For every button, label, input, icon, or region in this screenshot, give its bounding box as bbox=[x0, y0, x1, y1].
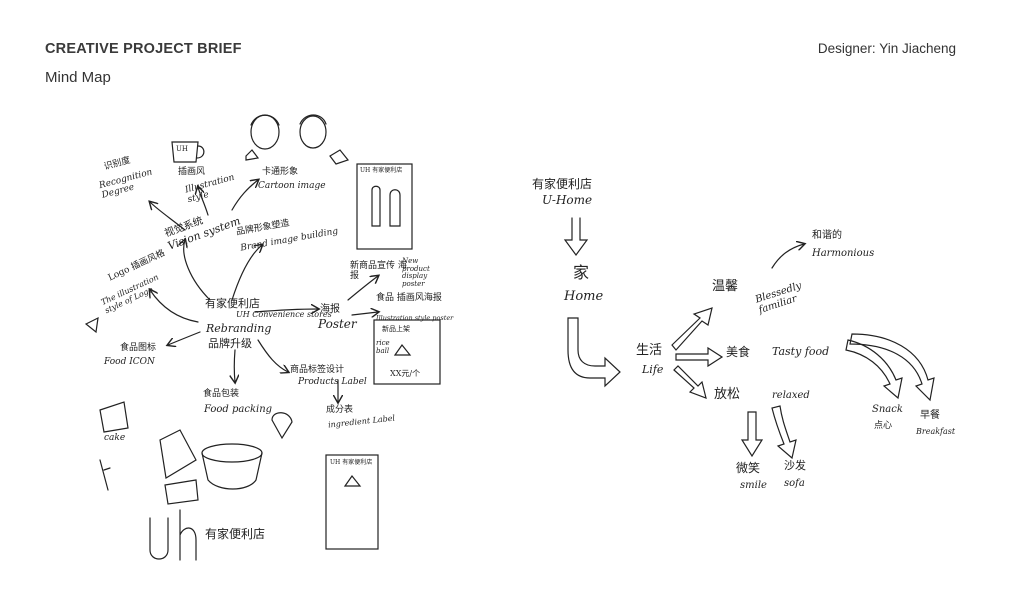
smile-cn: 微笑 bbox=[736, 461, 761, 475]
logo-signature: 有家便利店 bbox=[205, 527, 266, 541]
branch-recognition bbox=[150, 202, 186, 231]
branch-logo bbox=[150, 290, 199, 323]
brief-title: CREATIVE PROJECT BRIEF bbox=[45, 41, 242, 57]
designer-credit: Designer: Yin Jiacheng bbox=[817, 41, 956, 56]
food-poster-en: Illustration style poster bbox=[376, 314, 454, 322]
new-product-en: New product display poster bbox=[402, 257, 430, 289]
product-label-en: Products Label bbox=[298, 377, 367, 387]
sofa-cn: 沙发 bbox=[784, 459, 806, 472]
mug-text: UH bbox=[176, 145, 189, 153]
arrow-bend bbox=[567, 317, 621, 388]
breakfast-en: Breakfast bbox=[916, 427, 956, 436]
home-cn: 家 bbox=[573, 263, 590, 282]
food-packing-en: Food packing bbox=[204, 404, 273, 415]
arrow-to-snack bbox=[845, 339, 903, 400]
food-icon-en: Food ICON bbox=[104, 357, 155, 367]
relax-cn: 放松 bbox=[714, 387, 741, 402]
branch-poster bbox=[254, 309, 318, 312]
branch-brand bbox=[231, 245, 262, 301]
food-poster-cn: 食品 插画风海报 bbox=[376, 293, 442, 303]
harmonious-en: Harmonious bbox=[812, 248, 875, 259]
rebranding-en: Rebranding bbox=[206, 322, 272, 335]
center-cn: 有家便利店 bbox=[205, 297, 260, 310]
cake-label: cake bbox=[104, 433, 126, 443]
branch-label bbox=[257, 339, 288, 372]
arrow-to-harmonious bbox=[771, 244, 804, 269]
smile-en: smile bbox=[740, 480, 767, 491]
arrow-to-sofa bbox=[771, 405, 797, 460]
branch-cartoon bbox=[231, 180, 258, 211]
food-cn: 美食 bbox=[726, 345, 751, 359]
food-en: Tasty food bbox=[772, 345, 830, 358]
product-label-cn: 商品标签设计 bbox=[290, 365, 345, 375]
arrow-to-smile bbox=[740, 411, 764, 458]
poster-sketch-new: 新品上架 bbox=[382, 325, 410, 333]
store-cn: 有家便利店 bbox=[532, 177, 593, 191]
poster-cn: 海报 bbox=[320, 304, 340, 315]
illustration-cn: 插画风 bbox=[178, 167, 206, 177]
poster-sketch-price: XX元/个 bbox=[390, 369, 421, 378]
branch-vision bbox=[184, 240, 211, 301]
harmonious-cn: 和谐的 bbox=[812, 230, 842, 241]
food-icon-cn: 食品图标 bbox=[120, 343, 157, 353]
snack-cn: 点心 bbox=[874, 421, 893, 431]
poster-en: Poster bbox=[318, 317, 357, 331]
arrow-to-food bbox=[675, 346, 724, 368]
arrow-down-1 bbox=[563, 217, 589, 257]
arrow-to-breakfast bbox=[849, 333, 935, 402]
poster-sketch-title: UH 有家便利店 bbox=[360, 167, 403, 174]
life-cn: 生活 bbox=[636, 343, 663, 358]
snack-en: Snack bbox=[872, 404, 903, 415]
life-en: Life bbox=[642, 363, 664, 376]
cartoon-en: Cartoon image bbox=[258, 181, 326, 191]
rice-ball-label: rice ball bbox=[376, 339, 390, 355]
arrow-to-warm bbox=[671, 307, 713, 351]
cartoon-cn: 卡通形象 bbox=[262, 167, 299, 177]
branch-packing bbox=[234, 349, 235, 382]
arrow-to-relax bbox=[673, 365, 707, 399]
sofa-en: sofa bbox=[784, 478, 805, 489]
branch-illustration bbox=[198, 187, 209, 216]
breakfast-cn: 早餐 bbox=[920, 410, 940, 421]
branch-new-product bbox=[347, 276, 378, 301]
new-product-cn: 新商品宣传 海报 bbox=[350, 261, 407, 281]
page-subtitle: Mind Map bbox=[45, 69, 111, 86]
branch-food-poster bbox=[351, 312, 378, 315]
rebranding-cn: 品牌升级 bbox=[208, 337, 252, 350]
center-en: UH Convenience stores bbox=[236, 310, 332, 319]
relax-en: relaxed bbox=[772, 390, 810, 401]
label-sketch-title: UH 有家便利店 bbox=[330, 459, 373, 466]
food-packing-cn: 食品包装 bbox=[203, 389, 240, 399]
store-en: U-Home bbox=[542, 193, 593, 207]
branch-icon bbox=[168, 331, 201, 345]
home-en: Home bbox=[564, 289, 604, 304]
ingredient-cn: 成分表 bbox=[326, 405, 354, 415]
warm-cn: 温馨 bbox=[712, 279, 739, 294]
